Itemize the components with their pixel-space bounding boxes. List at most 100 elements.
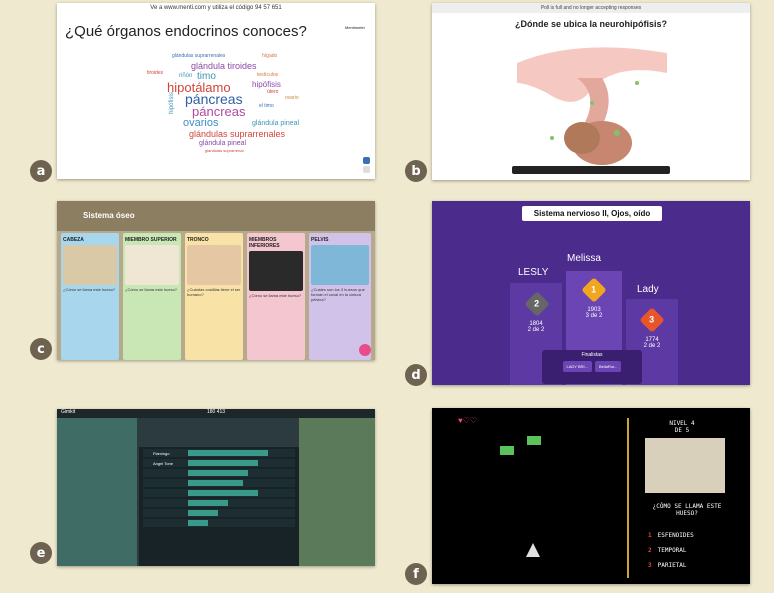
- bone-image: [645, 438, 725, 493]
- board-column[interactable]: TRONCO ¿Cuántas costillas tiene el ser h…: [185, 233, 243, 360]
- cloud-word: glándula tiroides: [191, 61, 257, 71]
- cloud-word: hígado: [262, 53, 278, 59]
- column-heading: CABEZA: [63, 237, 84, 243]
- leaderboard-table: Flamingo Angel Tone: [139, 447, 299, 566]
- finalists-box: Finalistas LADY BRI... BellaRor...: [542, 350, 642, 384]
- finalist-chip: LADY BRI...: [562, 361, 593, 372]
- cloud-word: el timo: [259, 103, 274, 109]
- board-column[interactable]: MIEMBRO SUPERIOR ¿Cómo se llama este hue…: [123, 233, 181, 360]
- cloud-word: útero: [267, 89, 279, 95]
- bone-image: [125, 245, 179, 285]
- cloud-word: tiroides: [147, 70, 164, 76]
- table-row: [143, 519, 295, 527]
- quiz-question: ¿CÓMO SE LLAMA ESTE HUESO?: [652, 503, 722, 518]
- board-column[interactable]: MIEMBROS INFERIORES ¿Cómo se llama este …: [247, 233, 305, 360]
- game-logo: Gimkit: [61, 409, 76, 415]
- table-row: [143, 479, 295, 487]
- cloud-word: páncreas: [192, 104, 246, 119]
- third-place-name: Lady: [637, 284, 659, 295]
- second-place-name: LESLY: [518, 267, 549, 278]
- cloud-word: glándulas suprarrenales: [172, 53, 226, 59]
- lives-hearts: ♥♡♡: [458, 416, 478, 425]
- bone-image: [249, 251, 303, 291]
- poll-status-bar: Poll is full and no longer accepting res…: [432, 3, 750, 13]
- cloud-word: hipófisis: [252, 80, 281, 89]
- presenter-controls[interactable]: [363, 155, 371, 173]
- board-header: [57, 201, 375, 231]
- cloud-word: glandulas suprarrenal: [205, 148, 244, 153]
- finalist-chip: BellaRor...: [595, 361, 622, 372]
- table-row: [143, 509, 295, 517]
- presentation-toolbar[interactable]: [512, 166, 670, 174]
- table-row: Angel Tone: [143, 459, 295, 467]
- word-cloud: glándulas suprarrenales hígado glándula …: [117, 48, 357, 158]
- alien-sprite-icon: [500, 446, 514, 455]
- table-row: [143, 499, 295, 507]
- total-score: 180 413: [207, 409, 226, 415]
- cloud-word: páncreas: [185, 91, 243, 107]
- board-column[interactable]: CABEZA ¿Cómo se llama este hueso?: [61, 233, 119, 360]
- table-row: [143, 489, 295, 497]
- bone-image: [63, 245, 117, 285]
- add-post-button[interactable]: [359, 344, 371, 356]
- table-row: [143, 469, 295, 477]
- panel-c-padlet-board: Sistema óseo CABEZA ¿Cómo se llama este …: [57, 201, 375, 360]
- comic-background-right: [299, 418, 375, 566]
- column-heading: MIEMBRO SUPERIOR: [125, 237, 177, 243]
- column-question: ¿Cómo se llama este hueso?: [125, 287, 178, 292]
- game-topbar: Gimkit 180 413: [57, 409, 375, 418]
- cloud-word: glándulas suprarrenales: [189, 129, 286, 139]
- player-ship-icon[interactable]: [526, 543, 540, 557]
- first-place-name: Melissa: [567, 253, 601, 264]
- quiz-title: Sistema nervioso II, Ojos, oído: [522, 206, 662, 221]
- cloud-word: hipotálamo: [167, 80, 231, 95]
- cloud-word: riñón: [179, 73, 193, 79]
- alien-sprite-icon: [527, 436, 541, 445]
- panel-b-image-hotspot-poll: Poll is full and no longer accepting res…: [432, 3, 750, 180]
- poll-question: ¿Dónde se ubica la neurohipófisis?: [514, 19, 668, 29]
- column-question: ¿Cómo se llama este hueso?: [63, 287, 116, 292]
- join-instructions: Ve a www.menti.com y utiliza el código 9…: [150, 5, 282, 11]
- column-question: ¿Cómo se llama este hueso?: [249, 293, 302, 298]
- panel-e-game-leaderboard: Gimkit 180 413 Flamingo Angel Tone: [57, 409, 375, 566]
- board-title: Sistema óseo: [83, 211, 135, 220]
- cloud-word: glándula pineal: [199, 140, 247, 147]
- mentimeter-logo: Mentimeter: [344, 25, 365, 30]
- cloud-word: testículos: [257, 72, 279, 78]
- cloud-word: ovario: [285, 95, 299, 101]
- panel-label-b: b: [405, 160, 427, 182]
- cloud-word: ovarios: [183, 117, 219, 129]
- cloud-word: hipófisis: [168, 92, 175, 114]
- panel-label-f: f: [405, 563, 427, 585]
- column-heading: MIEMBROS INFERIORES: [249, 237, 280, 249]
- column-heading: TRONCO: [187, 237, 209, 243]
- column-question: ¿Cuántas costillas tiene el ser humano?: [187, 287, 241, 297]
- column-question: ¿Cuáles son los 3 huesos que forman el c…: [311, 287, 365, 302]
- divider: [627, 418, 629, 578]
- panel-a-mentimeter-wordcloud: Ve a www.menti.com y utiliza el código 9…: [57, 3, 375, 179]
- panel-label-e: e: [30, 542, 52, 564]
- column-heading: PELVIS: [311, 237, 329, 243]
- table-row: Flamingo: [143, 449, 295, 457]
- cloud-word: glándula pineal: [252, 120, 300, 127]
- bone-image: [311, 245, 369, 285]
- finalists-heading: Finalistas: [581, 352, 603, 358]
- panel-label-a: a: [30, 160, 52, 182]
- panel-label-d: d: [405, 364, 427, 386]
- comic-background-left: [57, 418, 137, 566]
- cloud-word: timo: [197, 71, 216, 82]
- pituitary-gland-illustration[interactable]: [517, 33, 667, 168]
- bone-image: [187, 245, 241, 285]
- board-column[interactable]: PELVIS ¿Cuáles son los 3 huesos que form…: [309, 233, 371, 360]
- panel-d-quiz-podium: Sistema nervioso II, Ojos, oído Melissa …: [432, 201, 750, 385]
- wordcloud-question: ¿Qué órganos endocrinos conoces?: [65, 23, 307, 40]
- panel-label-c: c: [30, 338, 52, 360]
